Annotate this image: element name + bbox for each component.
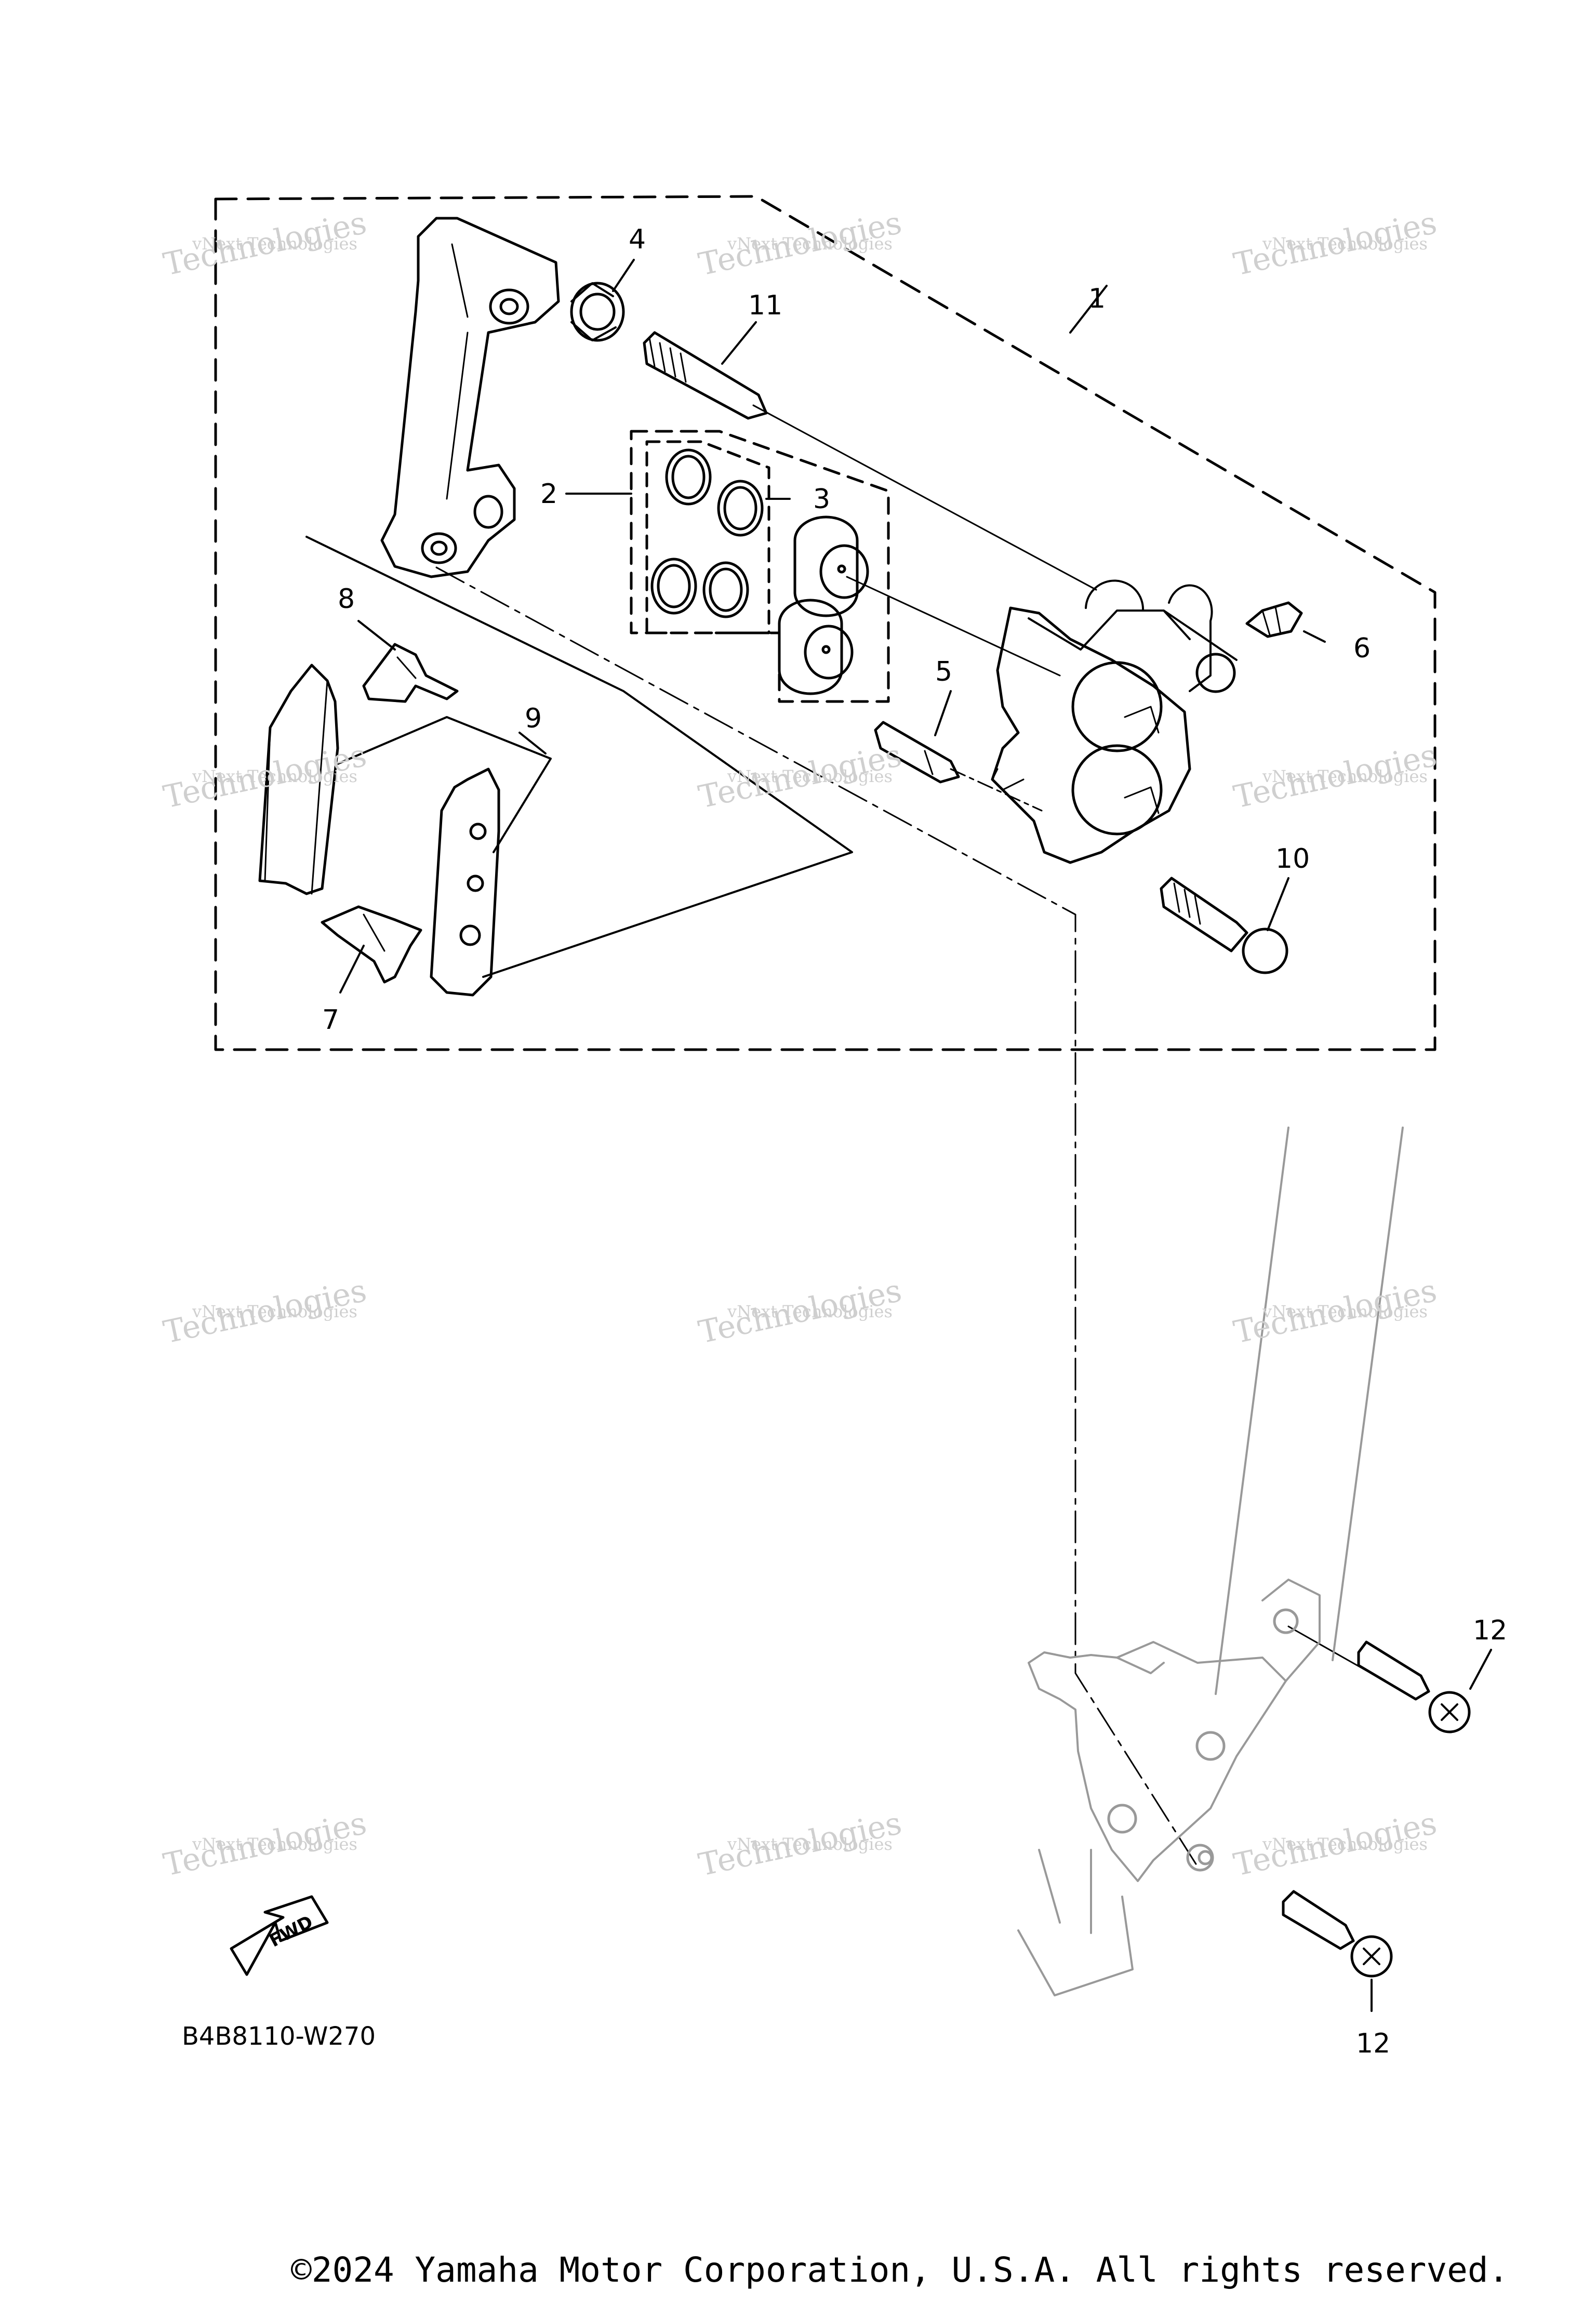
svg-text:vNext Technologies: vNext Technologies	[727, 1834, 893, 1854]
svg-text:Technologies: Technologies	[1231, 737, 1440, 816]
pad-leader-2	[337, 716, 552, 853]
boot	[570, 282, 625, 342]
svg-text:vNext Technologies: vNext Technologies	[1262, 234, 1428, 254]
svg-text:vNext Technologies: vNext Technologies	[727, 766, 893, 786]
svg-text:vNext Technologies: vNext Technologies	[1262, 1302, 1428, 1321]
callout-5: 5	[935, 656, 952, 687]
pad-spring	[362, 643, 459, 703]
svg-text:Technologies: Technologies	[696, 1805, 905, 1884]
pad-leader	[305, 536, 853, 978]
svg-text:vNext Technologies: vNext Technologies	[727, 1302, 893, 1321]
bolt-axis-line	[950, 768, 1043, 812]
caliper-bracket	[380, 217, 560, 578]
svg-text:vNext Technologies: vNext Technologies	[192, 766, 357, 786]
seal-ring	[717, 480, 764, 537]
piston-seal-boundary	[645, 440, 770, 634]
piston-axis-line	[846, 576, 1061, 677]
svg-text:vNext Technologies: vNext Technologies	[192, 1302, 357, 1321]
callout-10: 10	[1275, 843, 1310, 875]
center-line	[435, 566, 1201, 1872]
svg-text:vNext Technologies: vNext Technologies	[192, 1834, 357, 1854]
caliper-body	[991, 606, 1191, 864]
copyright-text: ©2024 Yamaha Motor Corporation, U.S.A. A…	[291, 2250, 1509, 2290]
pin-axis-line	[752, 404, 1097, 591]
piston	[778, 599, 843, 695]
svg-text:Technologies: Technologies	[696, 205, 905, 283]
callout-8: 8	[338, 584, 355, 615]
svg-text:Technologies: Technologies	[1231, 1273, 1440, 1351]
svg-text:Technologies: Technologies	[161, 1805, 370, 1884]
diagram-code: B4B8110-W270	[182, 2022, 376, 2051]
assembly-boundary	[214, 195, 1437, 1051]
brake-pad	[258, 664, 339, 895]
svg-text:vNext Technologies: vNext Technologies	[1262, 1834, 1428, 1854]
caliper-pin	[874, 721, 960, 784]
callout-6: 6	[1353, 633, 1371, 664]
callout-3: 3	[813, 484, 830, 515]
pad-clip	[321, 905, 422, 984]
seal-ring	[665, 448, 712, 506]
callout-7: 7	[322, 1004, 339, 1036]
callout-9: 9	[525, 703, 542, 734]
svg-text:Technologies: Technologies	[161, 205, 370, 283]
callout-labels: 1 2 3 4 5 6 7 8 9 10 11 12 12 FWD B4B811…	[182, 224, 1507, 2059]
brake-pad	[430, 767, 500, 997]
callout-2: 2	[540, 479, 557, 510]
svg-text:Technologies: Technologies	[1231, 1805, 1440, 1884]
svg-text:Technologies: Technologies	[161, 1273, 370, 1351]
callout-1: 1	[1088, 283, 1106, 314]
fork-lower	[1028, 1641, 1287, 1882]
callout-11: 11	[748, 290, 782, 321]
callout-12-upper: 12	[1473, 1615, 1507, 1646]
svg-text:Technologies: Technologies	[696, 737, 905, 816]
bolt12-axis-line	[1287, 1625, 1367, 1672]
caliper-bolt	[1160, 877, 1248, 952]
callout-4: 4	[629, 224, 646, 255]
bracket-bolt	[1357, 1640, 1430, 1701]
svg-text:vNext Technologies: vNext Technologies	[727, 234, 893, 254]
fwd-arrow	[230, 1895, 329, 1976]
svg-text:vNext Technologies: vNext Technologies	[192, 234, 357, 254]
svg-text:Technologies: Technologies	[1231, 205, 1440, 283]
seal-ring	[702, 561, 749, 618]
bleeder-screw	[1245, 601, 1303, 638]
seal-ring	[650, 558, 697, 615]
callout-12-lower: 12	[1356, 2028, 1390, 2059]
slide-pin	[643, 331, 768, 420]
fwd-label: FWD	[266, 1911, 316, 1951]
svg-text:Technologies: Technologies	[696, 1273, 905, 1351]
svg-text:vNext Technologies: vNext Technologies	[1262, 766, 1428, 786]
fork-leg	[1215, 1127, 1404, 1695]
